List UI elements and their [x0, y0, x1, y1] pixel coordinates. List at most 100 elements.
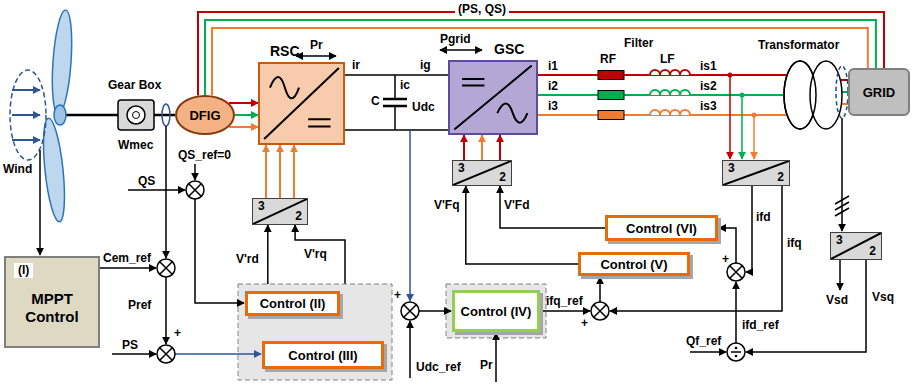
connector-line	[229, 126, 258, 128]
divider-symbol	[735, 347, 738, 350]
signal-label: Pr	[480, 358, 493, 372]
diagonal-line	[453, 161, 511, 185]
signal-wire	[165, 277, 167, 344]
signal-wire	[495, 333, 497, 382]
signal-wire	[835, 196, 849, 216]
signal-label: is3	[700, 99, 717, 113]
signal-label: Udc_ref	[416, 360, 461, 374]
signal-label: ic	[400, 78, 410, 92]
filter-inductor	[650, 70, 690, 115]
signal-wire	[841, 118, 843, 231]
signal-label: Gear Box	[108, 78, 161, 92]
signal-label: RF	[600, 52, 616, 66]
signal-wire	[296, 55, 336, 57]
summing-junction	[189, 184, 201, 196]
converter-heading: GSC	[494, 42, 524, 57]
divider-symbol	[727, 343, 745, 361]
summing-junction	[186, 181, 204, 199]
converter-symbol	[497, 104, 527, 123]
control-region	[446, 284, 546, 338]
current-tap	[728, 73, 733, 78]
signal-label: Vsq	[872, 290, 894, 304]
signal-wire	[599, 277, 601, 302]
divider-symbol	[731, 351, 741, 353]
block-title: MPPT Control	[12, 290, 92, 326]
signal-label: Wmec	[118, 138, 153, 152]
signal-label: is2	[700, 79, 717, 93]
connector-line	[500, 186, 605, 228]
signal-label: V'rq	[304, 247, 327, 261]
measurement-ellipse	[836, 66, 848, 118]
current-tap	[753, 115, 755, 159]
current-tap	[741, 95, 743, 159]
current-tap	[728, 73, 757, 160]
signal-label: is1	[700, 59, 717, 73]
summing-junction	[186, 181, 204, 199]
divider-symbol	[735, 355, 738, 358]
measurement-ellipse	[836, 66, 848, 118]
signal-label: Udc	[412, 100, 435, 114]
filter-resistor	[598, 91, 624, 100]
signal-label: Cem_ref	[103, 251, 151, 265]
signal-wire	[195, 199, 244, 303]
block-title: Control (V)	[600, 257, 667, 272]
transformer-symbol	[784, 61, 816, 129]
block-number: 3	[728, 161, 735, 176]
signal-label: V'Fd	[504, 198, 530, 212]
sign-label: +	[722, 252, 729, 266]
signal-wire	[610, 186, 782, 311]
signal-label: PS	[122, 338, 138, 352]
signal-label: Transformator	[758, 38, 839, 52]
diagonal-line	[253, 199, 307, 224]
signal-label: ifq	[787, 236, 802, 250]
signal-wire	[540, 310, 590, 312]
connector-line	[293, 145, 295, 198]
capacitor-symbol	[394, 75, 396, 99]
control-box: Control (II)	[245, 291, 340, 316]
connector	[345, 75, 448, 130]
control-box: Control (III)	[262, 341, 384, 369]
transformer-symbol	[784, 61, 842, 129]
control-region	[238, 284, 546, 380]
summing-junction	[157, 259, 175, 277]
summing-junction	[157, 345, 175, 363]
block-title: Control (III)	[288, 348, 357, 363]
connector-line	[345, 74, 448, 76]
signal-wire	[409, 130, 411, 301]
summing-junction	[401, 302, 419, 320]
block-title: Control (VI)	[626, 221, 697, 236]
filter-resistor	[598, 71, 624, 120]
block-title: DFIG	[189, 108, 220, 123]
converter-symbol	[308, 119, 330, 126]
signal-wire	[746, 260, 866, 352]
signal-wire	[100, 267, 156, 269]
signal-label: ifq_ref	[546, 294, 583, 308]
block-number: 3	[836, 233, 843, 248]
block-number: 2	[295, 209, 302, 224]
transformer-symbol	[810, 61, 842, 129]
summing-junction	[404, 305, 416, 317]
signal-label: Pref	[128, 298, 151, 312]
transform-block: 32	[452, 160, 512, 186]
connector-line	[279, 145, 281, 198]
signal-label: Wind	[3, 162, 32, 176]
converter-symbol	[264, 68, 339, 139]
sign-label: +	[174, 326, 181, 340]
connector-line	[265, 145, 267, 198]
connector	[500, 186, 605, 228]
connector-line	[481, 135, 483, 160]
signal-wire	[735, 282, 737, 343]
signal-label: Qf_ref	[686, 334, 721, 348]
signal-wire	[690, 351, 726, 353]
signal-wire	[128, 189, 185, 191]
signal-label: Pgrid	[440, 32, 471, 46]
block-title: Control (IV)	[461, 304, 532, 319]
gear-box	[133, 112, 140, 119]
current-tap	[740, 93, 745, 98]
converter-symbol	[450, 62, 536, 133]
capacitor-symbol	[383, 98, 407, 101]
summing-junction	[591, 302, 609, 320]
summing-junction	[157, 181, 745, 363]
summing-junction	[157, 259, 175, 277]
filter-resistor	[598, 71, 624, 80]
